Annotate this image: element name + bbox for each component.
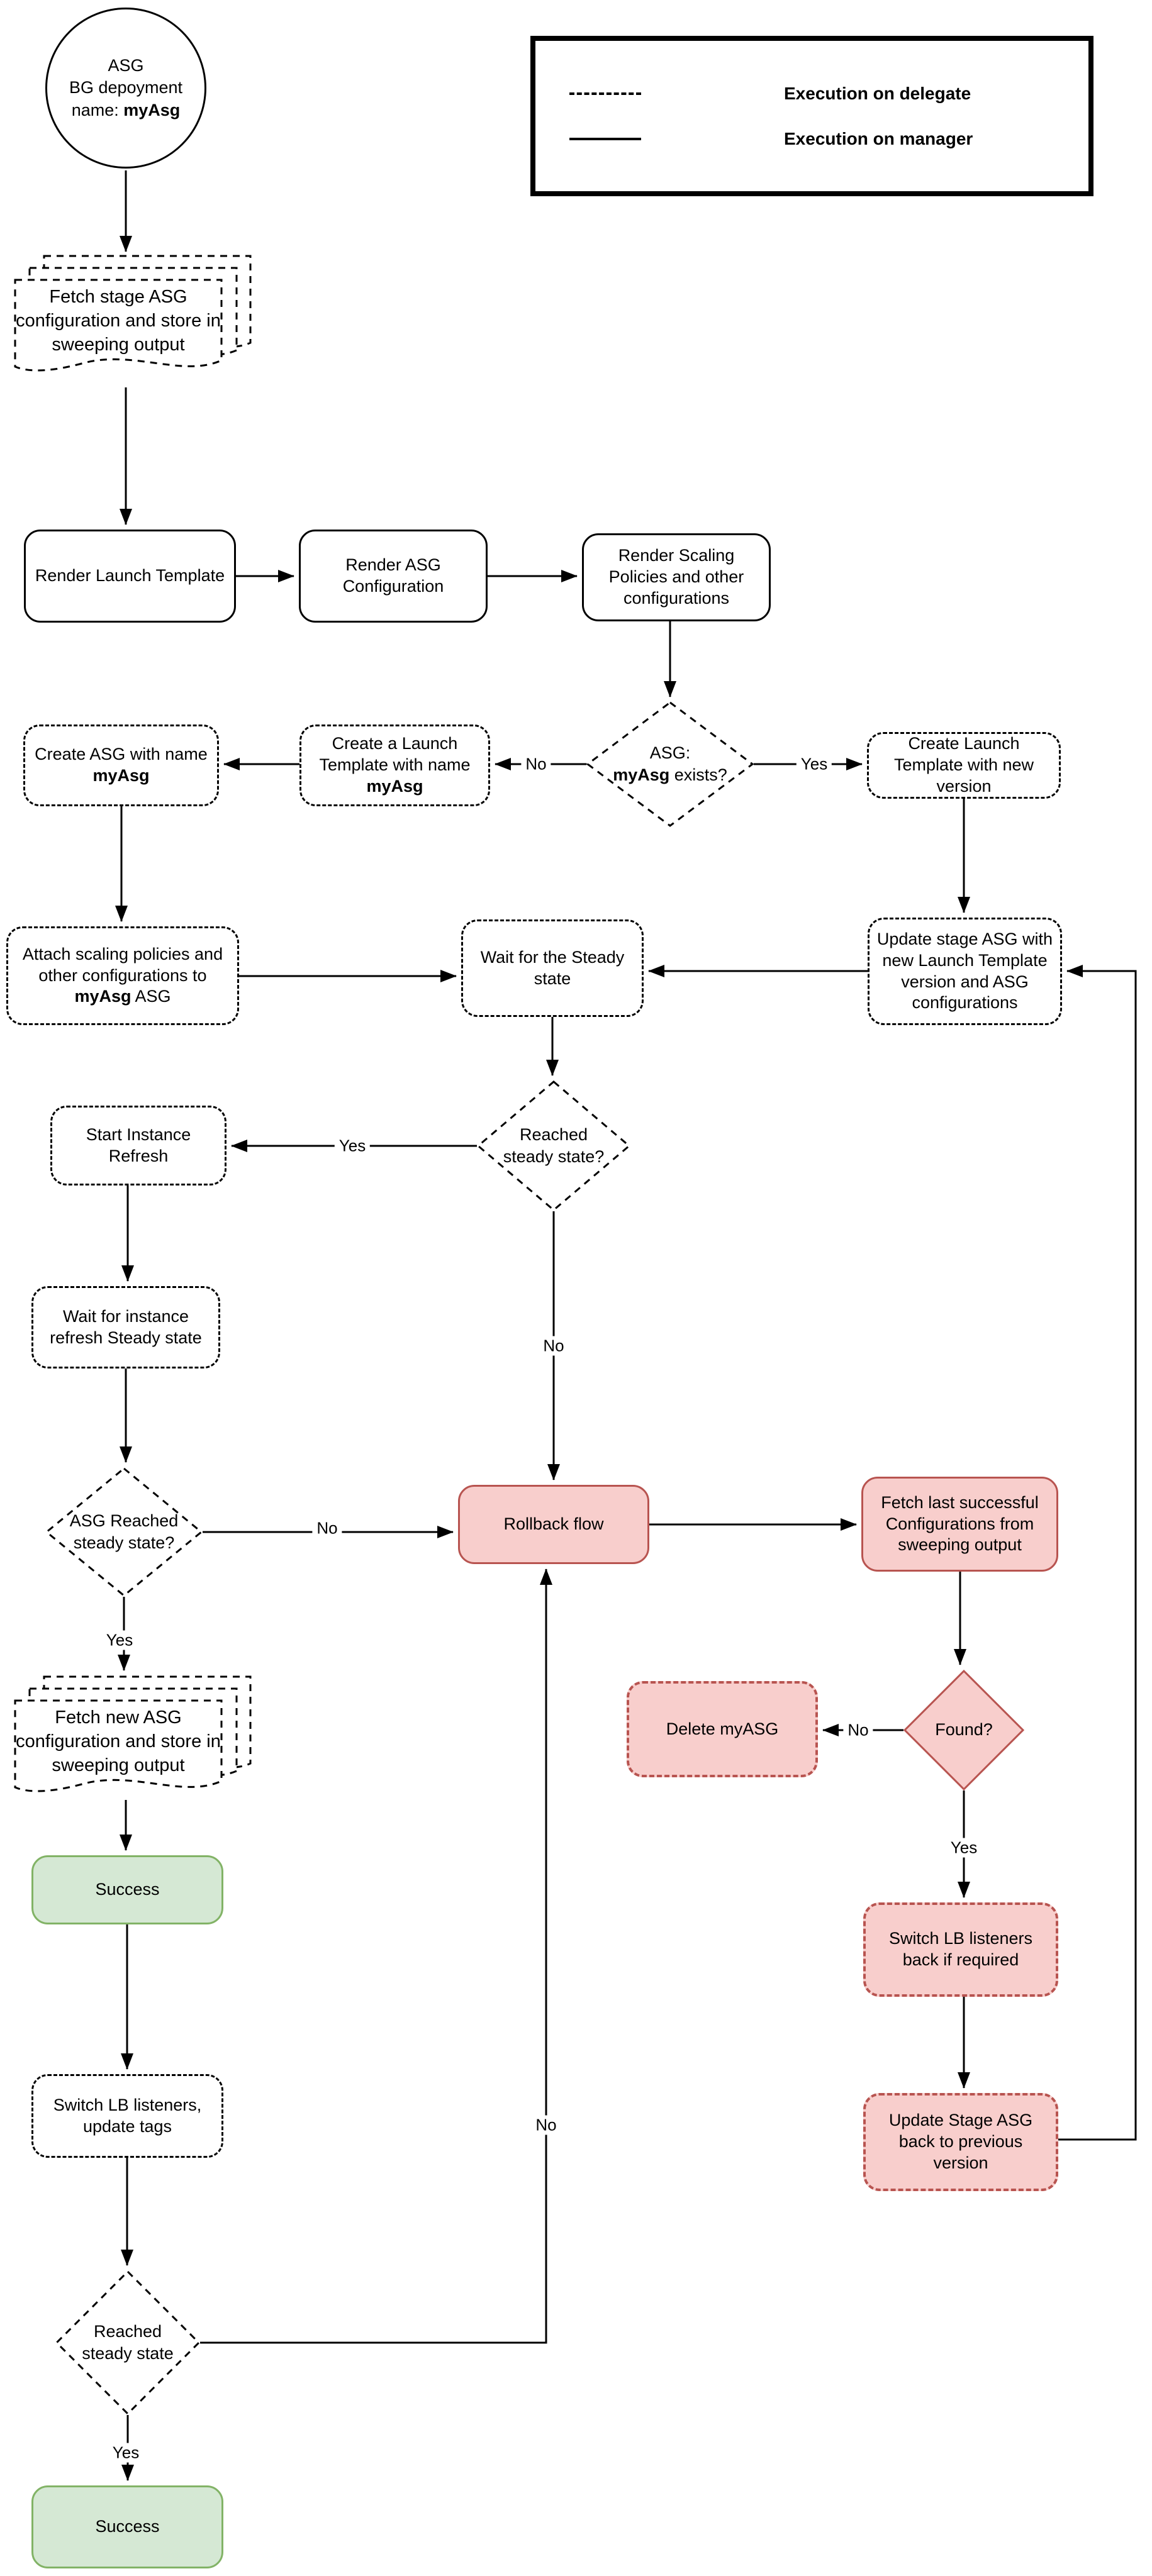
node-label: Reached steady state [82, 2321, 174, 2363]
node-label: Create Launch Template with new version [893, 734, 1034, 796]
node-label: Create ASG with name myAsg [35, 745, 208, 785]
node-start-instance-refresh: Start Instance Refresh [50, 1106, 226, 1185]
legend-item-manager: Execution on manager [535, 116, 1088, 162]
dashed-line-sample [569, 92, 641, 95]
decision-asg-exists: ASG: myAsg exists? [586, 701, 754, 827]
node-wait-instance-refresh: Wait for instance refresh Steady state [31, 1286, 220, 1368]
decision-reached-steady: Reached steady state? [477, 1080, 630, 1211]
node-label: Wait for the Steady state [480, 947, 625, 988]
node-label: Reached steady state? [503, 1124, 605, 1166]
node-label: Delete myASG [666, 1719, 779, 1738]
edge-final-no [200, 1568, 552, 2344]
node-label: Render Scaling Policies and other config… [608, 546, 744, 608]
node-create-launch-template-new: Create Launch Template with new version [867, 732, 1061, 799]
multi-document-shape [14, 255, 252, 372]
node-label: Render ASG Configuration [342, 555, 444, 596]
node-wait-steady-state: Wait for the Steady state [461, 919, 644, 1017]
label-exists-no: No [521, 754, 551, 774]
node-label: Rollback flow [503, 1514, 604, 1534]
label-found-yes: Yes [946, 1838, 982, 1858]
solid-line-sample [569, 137, 641, 140]
legend-label: Execution on delegate [784, 83, 971, 103]
node-success-top: Success [31, 1855, 223, 1924]
node-label: Update stage ASG with new Launch Templat… [876, 930, 1053, 1013]
diamond-shape [477, 1080, 630, 1211]
node-fetch-stage-config: Fetch stage ASG configuration and store … [13, 255, 253, 390]
legend-item-delegate: Execution on delegate [535, 71, 1088, 116]
legend: Execution on delegate Execution on manag… [530, 36, 1093, 196]
label-final-no: No [531, 2115, 561, 2135]
label-exists-yes: Yes [796, 754, 832, 774]
label-asg-reached-no: No [312, 1518, 342, 1538]
label-asg-reached-yes: Yes [101, 1630, 138, 1650]
label-found-no: No [843, 1720, 873, 1740]
node-switch-lb-listeners: Switch LB listeners, update tags [31, 2074, 223, 2158]
node-label: Wait for instance refresh Steady state [50, 1306, 202, 1347]
diamond-shape [903, 1670, 1024, 1790]
start-node-label: ASG BG depoyment name: myAsg [69, 56, 183, 119]
node-label: ASG: myAsg exists? [613, 743, 727, 784]
node-label: Start Instance Refresh [86, 1124, 191, 1165]
label-steady-yes: Yes [334, 1136, 371, 1156]
node-label: Attach scaling policies and other config… [22, 944, 223, 1006]
node-label: Success [95, 2517, 160, 2536]
start-node: ASG BG depoyment name: myAsg [45, 8, 206, 169]
diamond-shape [55, 2270, 200, 2415]
diamond-shape [45, 1467, 203, 1597]
node-label: Update Stage ASG back to previous versio… [888, 2111, 1033, 2172]
diamond-shape [586, 701, 754, 827]
node-update-stage-back: Update Stage ASG back to previous versio… [863, 2093, 1058, 2191]
decision-reached-steady-final: Reached steady state [55, 2270, 200, 2415]
edge-updateback-loop [1058, 965, 1137, 2141]
decision-asg-reached-steady: ASG Reached steady state? [45, 1467, 203, 1597]
node-label: Render Launch Template [35, 566, 225, 586]
decision-found: Found? [903, 1670, 1024, 1790]
node-create-launch-template-myasg: Create a Launch Template with name myAsg [299, 724, 490, 806]
node-create-asg: Create ASG with name myAsg [23, 724, 219, 806]
node-delete-myasg: Delete myASG [627, 1681, 818, 1777]
node-update-stage-asg: Update stage ASG with new Launch Templat… [868, 918, 1062, 1025]
node-label: Switch LB listeners, update tags [53, 2095, 202, 2136]
multi-document-shape [14, 1675, 252, 1792]
node-render-scaling-policies: Render Scaling Policies and other config… [582, 533, 771, 621]
node-label: Switch LB listeners back if required [888, 1929, 1033, 1969]
node-switch-lb-back: Switch LB listeners back if required [863, 1902, 1058, 1997]
node-fetch-new-config: Fetch new ASG configuration and store in… [13, 1675, 253, 1811]
node-label: Create a Launch Template with name myAsg [319, 734, 471, 796]
node-label: Fetch stage ASG configuration and store … [16, 287, 221, 355]
legend-label: Execution on manager [784, 128, 973, 148]
node-attach-scaling-policies: Attach scaling policies and other config… [6, 926, 239, 1025]
node-label: Success [95, 1880, 160, 1899]
node-label: ASG Reached steady state? [69, 1511, 179, 1552]
node-render-asg-configuration: Render ASG Configuration [299, 530, 488, 623]
node-render-launch-template: Render Launch Template [24, 530, 236, 623]
node-label: Fetch new ASG configuration and store in… [16, 1707, 221, 1775]
label-steady-no: No [539, 1336, 569, 1356]
node-fetch-last-successful: Fetch last successful Configurations fro… [861, 1477, 1058, 1572]
node-success-final: Success [31, 2485, 223, 2568]
node-label: Found? [935, 1720, 993, 1740]
node-rollback-flow: Rollback flow [458, 1485, 649, 1564]
label-final-yes: Yes [108, 2443, 144, 2463]
node-label: Fetch last successful Configurations fro… [881, 1492, 1039, 1555]
